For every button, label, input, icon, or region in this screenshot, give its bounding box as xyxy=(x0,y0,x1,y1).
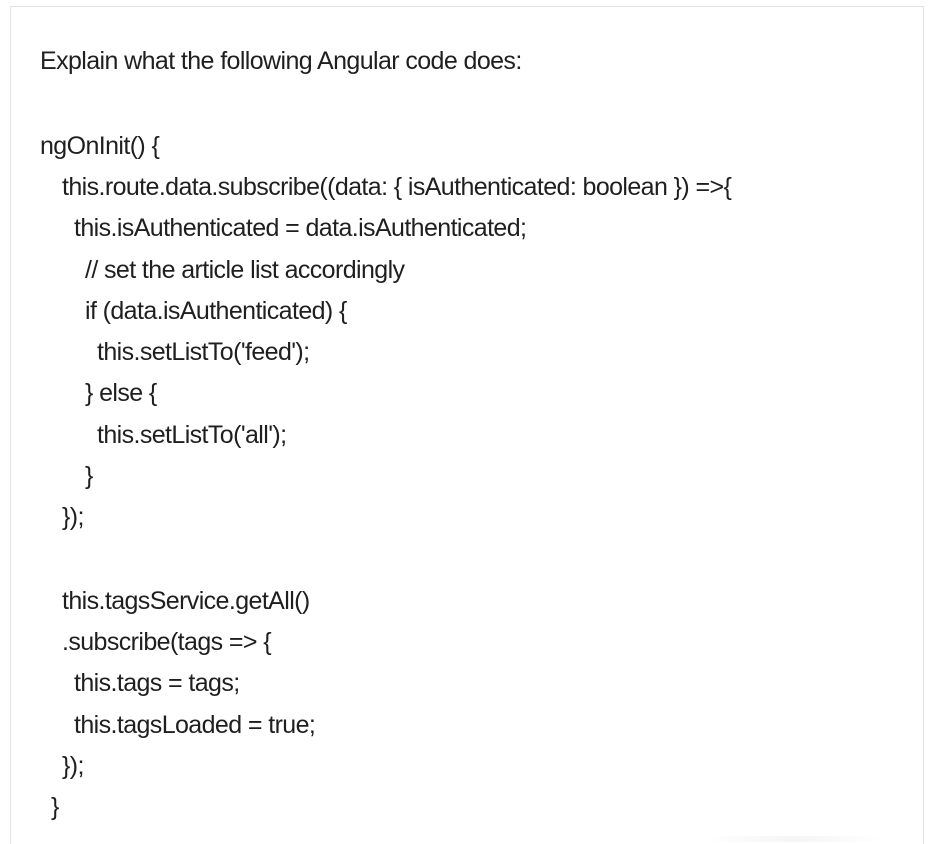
code-line: .subscribe(tags => { xyxy=(62,628,272,656)
code-line: this.setListTo('feed'); xyxy=(97,338,310,366)
user-message: Explain what the following Angular code … xyxy=(11,7,923,821)
code-line: this.tagsLoaded = true; xyxy=(74,711,316,739)
faded-footer-trace xyxy=(703,836,883,842)
code-line: this.tags = tags; xyxy=(74,669,240,697)
code-line: } xyxy=(51,793,59,821)
code-line: ngOnInit() { xyxy=(40,132,160,160)
code-line: } else { xyxy=(85,379,157,407)
code-line: // set the article list accordingly xyxy=(85,256,405,284)
message-card: Explain what the following Angular code … xyxy=(10,6,924,844)
code-line: this.isAuthenticated = data.isAuthentica… xyxy=(74,214,527,242)
code-line: this.route.data.subscribe((data: { isAut… xyxy=(62,173,732,201)
message-intro: Explain what the following Angular code … xyxy=(40,47,522,75)
code-line: if (data.isAuthenticated) { xyxy=(85,297,347,325)
code-line: this.tagsService.getAll() xyxy=(62,587,310,615)
code-line: }); xyxy=(62,503,84,531)
code-line: } xyxy=(85,462,93,490)
code-line: this.setListTo('all'); xyxy=(97,421,287,449)
code-line: }); xyxy=(62,752,84,780)
